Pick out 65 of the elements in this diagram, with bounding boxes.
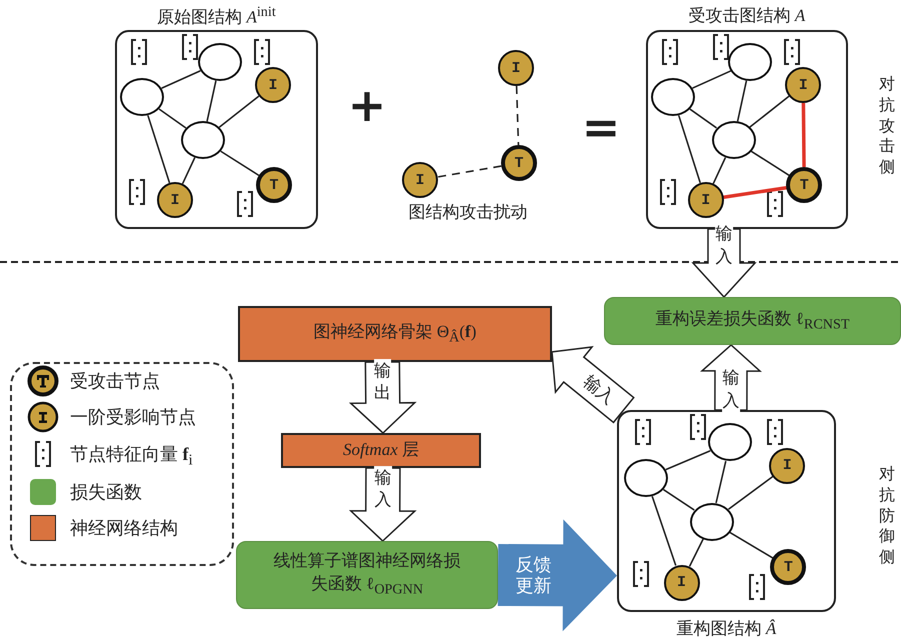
graph-edge [182,157,196,184]
graph-edge [220,150,260,176]
graph-edge [147,115,170,184]
graph-edge [723,186,787,200]
loss-function-box: 重构误差损失函数 ℓ$_{RCNST}$ [604,297,901,345]
equals-sign: = [582,104,620,150]
graph-node-circle [624,458,668,497]
plus-sign: + [348,82,386,128]
graph-node-circle [650,78,695,116]
panel-title: 重构图结构 Â [676,618,778,640]
graph-node-circle [708,423,752,462]
legend-label: 神经网络结构 [70,517,178,539]
graph-edge [161,70,201,89]
graph-edge [728,476,774,510]
graph-node-circle [728,43,772,81]
graph-edge [662,488,695,511]
graph-node-circle [690,502,734,541]
side-label: 对抗攻击侧 [878,75,896,178]
edge-label: 输入 [722,366,740,414]
graph-edge [206,80,217,122]
panel-title: 原始图结构 A$^{init}$ [156,4,277,29]
legend-label: 受攻击节点 [70,370,160,392]
graph-node-circle [712,121,756,159]
graph-edge [158,108,186,129]
caption-text: 图结构攻击扰动 [408,204,528,220]
graph-edge [688,538,704,567]
network-layer-box: Softmax 层 [281,433,481,468]
legend-label: 节点特征向量 f$_{i}$ [70,443,193,471]
edge-label: 反馈更新 [514,554,553,596]
graph-edge [689,108,718,129]
graph-node-circle [120,78,164,116]
network-layer-box: 图神经网络骨架 Θ$_{Â}$(f) [238,306,552,362]
affected-node-circle: I [769,448,806,484]
affected-node-circle: I [402,162,438,198]
affected-node-circle: I [785,67,822,103]
affected-node-circle: I [664,564,700,601]
legend-label: 损失函数 [70,481,142,503]
graph-edge [715,460,727,504]
target-node-circle: T [770,549,806,586]
graph-node-circle [198,43,242,81]
affected-node-circle: I [255,67,291,103]
affected-node-circle: I [688,182,724,218]
loss-function-box: 线性算子谱图神经网络损失函数 ℓ$_{OPGNN}$ [236,541,498,609]
dashed-link [516,86,520,146]
graph-edge [651,496,677,566]
affected-node-circle: I [498,50,534,86]
graph-edge [218,96,260,128]
graph-edge [712,157,726,184]
side-label: 对抗防御侧 [878,465,896,568]
panel-title: 受攻击图结构 A [688,5,806,27]
affected-node-circle: I [157,182,193,218]
graph-edge [749,96,790,128]
graph-edge [750,150,790,176]
graph-edge [736,80,748,122]
dashed-link [438,165,502,178]
graph-edge [802,102,806,168]
graph-edge [729,532,774,559]
target-node-circle: T [501,145,537,181]
graph-edge [665,450,711,470]
target-node-circle: T [256,167,292,203]
graph-node-circle [181,121,225,159]
target-node-circle: T [786,167,822,203]
legend-label: 一阶受影响节点 [70,406,196,428]
graph-edge [692,70,732,89]
graph-edge [678,115,701,184]
